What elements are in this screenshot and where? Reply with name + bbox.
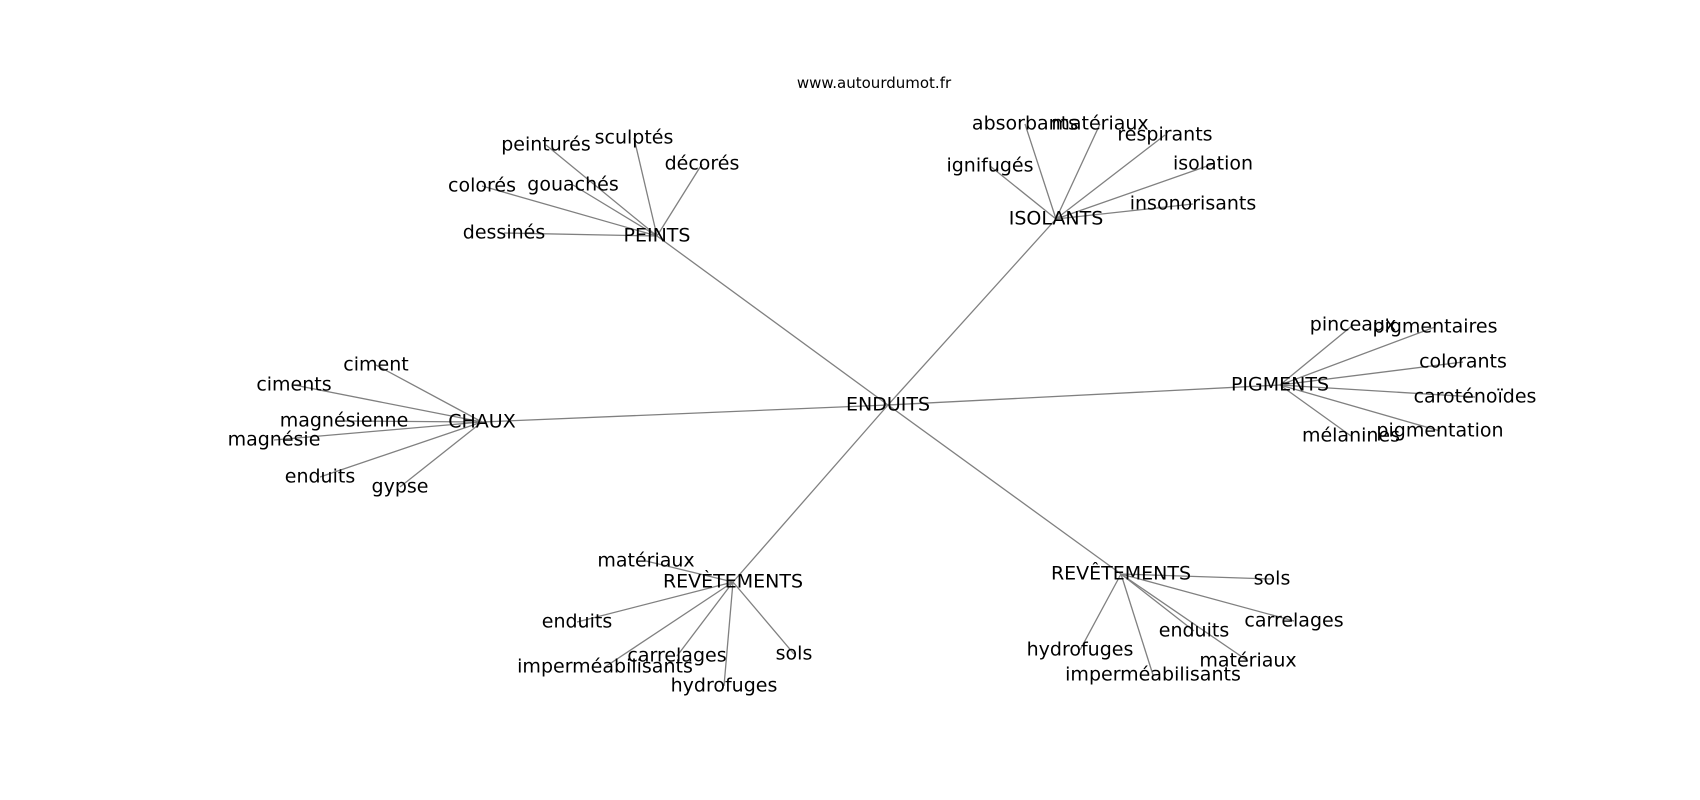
leaf-node-pigmentation: pigmentation	[1376, 420, 1503, 442]
leaf-node-hydrofuges: hydrofuges	[671, 675, 778, 697]
edge-center-revetements-5	[887, 404, 1122, 575]
leaf-node-carrelages: carrelages	[627, 645, 726, 667]
edge-chaux-ciments	[293, 384, 483, 423]
edge-pigments-carotenoides	[1279, 384, 1476, 398]
edge-revetements-materiaux	[1120, 573, 1249, 662]
leaf-node-peintures: peinturés	[501, 134, 591, 156]
edge-revetements-sols	[1120, 573, 1273, 580]
edge-isolants-isolation	[1055, 163, 1214, 220]
leaf-node-colorants: colorants	[1419, 351, 1507, 373]
leaf-node-enduits: enduits	[285, 466, 355, 488]
branch-node-revetements: REVÊTEMENTS	[1051, 562, 1191, 585]
leaf-node-pinceaux: pinceaux	[1310, 314, 1396, 336]
leaf-node-insonorisants: insonorisants	[1130, 193, 1257, 215]
edge-peints-gouaches	[572, 184, 658, 237]
edge-pigments-colorants	[1279, 361, 1464, 386]
leaf-node-gypse: gypse	[372, 476, 429, 498]
edge-chaux-enduits	[319, 421, 483, 478]
leaf-node-ignifuges: ignifugés	[946, 155, 1033, 177]
branch-node-pigments: PIGMENTS	[1231, 374, 1329, 396]
branch-node-isolants: ISOLANTS	[1009, 208, 1104, 230]
edge-peints-sculptes	[633, 137, 658, 237]
leaf-node-sols: sols	[776, 643, 813, 665]
edge-revetements-impermeabilisants	[604, 581, 734, 668]
leaf-node-materiaux: matériaux	[597, 550, 694, 572]
edge-peints-dessines	[503, 232, 658, 237]
source-url: www.autourdumot.fr	[797, 74, 952, 92]
edge-chaux-gypse	[399, 421, 483, 488]
edge-center-pigments-2	[887, 384, 1281, 406]
leaf-node-impermeabilisants: imperméabilisants	[517, 656, 693, 678]
leaf-node-decores: décorés	[665, 153, 740, 175]
leaf-node-melanines: mélanines	[1302, 425, 1400, 447]
edge-revetements-hydrofuges	[723, 581, 734, 687]
edge-pigments-pigmentaires	[1279, 326, 1436, 386]
edge-revetements-materiaux	[645, 560, 734, 583]
edge-revetements-sols	[732, 581, 795, 655]
edge-isolants-respirants	[1055, 134, 1166, 220]
edge-chaux-magnesienne	[343, 420, 483, 423]
edge-center-chaux-3	[481, 404, 889, 423]
edge-revetements-impermeabilisants	[1120, 573, 1154, 676]
leaf-node-carotenoides: caroténoïdes	[1414, 386, 1537, 408]
leaf-node-colores: colorés	[448, 175, 516, 197]
leaf-node-gouaches: gouachés	[527, 174, 618, 196]
leaf-node-hydrofuges: hydrofuges	[1027, 639, 1134, 661]
branch-node-revetements: REVÈTEMENTS	[663, 570, 803, 593]
edge-chaux-magnesie	[273, 421, 483, 441]
edge-revetements-enduits	[1120, 573, 1195, 632]
edge-pigments-pinceaux	[1279, 324, 1354, 386]
edge-center-revetements-4	[732, 404, 889, 583]
edge-revetements-enduits	[576, 581, 734, 623]
edge-revetements-hydrofuges	[1079, 573, 1122, 651]
center-node-enduits: ENDUITS	[846, 394, 930, 416]
edge-revetements-carrelages	[676, 581, 734, 657]
branch-node-chaux: CHAUX	[448, 411, 515, 433]
edge-isolants-absorbants	[1024, 123, 1057, 220]
edge-center-isolants-1	[887, 218, 1057, 406]
leaf-node-sols: sols	[1254, 568, 1291, 590]
leaf-node-ciments: ciments	[256, 374, 331, 396]
leaf-node-pigmentaires: pigmentaires	[1373, 316, 1498, 338]
edge-isolants-materiaux	[1055, 123, 1101, 220]
edge-peints-colores	[481, 185, 658, 237]
edge-isolants-ignifuges	[989, 165, 1057, 220]
edge-isolants-insonorisants	[1055, 203, 1194, 220]
leaf-node-isolation: isolation	[1173, 153, 1253, 175]
leaf-node-absorbants: absorbants	[972, 113, 1078, 135]
leaf-node-impermeabilisants: imperméabilisants	[1065, 664, 1241, 686]
edge-peints-peintures	[545, 144, 658, 237]
leaf-node-dessines: dessinés	[463, 222, 545, 244]
leaf-node-magnesie: magnésie	[228, 429, 321, 451]
leaf-node-respirants: respirants	[1117, 124, 1212, 146]
edge-pigments-melanines	[1279, 384, 1352, 437]
edge-revetements-carrelages	[1120, 573, 1295, 622]
leaf-node-ciment: ciment	[343, 354, 408, 376]
graph-edges	[273, 123, 1476, 687]
leaf-node-materiaux: matériaux	[1199, 650, 1296, 672]
edge-pigments-pigmentation	[1279, 384, 1441, 432]
leaf-node-carrelages: carrelages	[1244, 610, 1343, 632]
edge-peints-decores	[656, 163, 703, 237]
leaf-node-enduits: enduits	[542, 611, 612, 633]
leaf-node-sculptes: sculptés	[595, 127, 674, 149]
leaf-node-magnesienne: magnésienne	[280, 410, 409, 432]
edge-chaux-ciment	[375, 364, 483, 423]
edge-center-peints-0	[656, 235, 889, 406]
leaf-node-enduits: enduits	[1159, 620, 1229, 642]
leaf-node-materiaux: matériaux	[1051, 113, 1148, 135]
branch-node-peints: PEINTS	[624, 225, 691, 247]
